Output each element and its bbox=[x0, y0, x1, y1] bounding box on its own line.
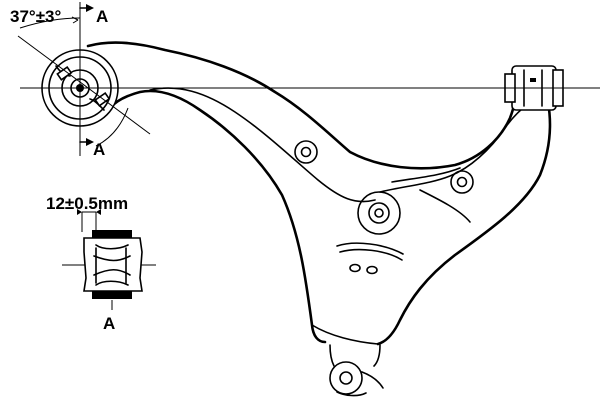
section-detail bbox=[62, 209, 156, 310]
angle-label: 37°±3° bbox=[10, 7, 61, 26]
section-arrow-top bbox=[79, 4, 94, 12]
section-label-bottom: A bbox=[93, 140, 105, 159]
ball-joint bbox=[329, 344, 384, 397]
mounting-holes bbox=[294, 140, 474, 275]
section-arrow-bottom bbox=[79, 138, 94, 146]
section-label-top: A bbox=[96, 7, 108, 26]
dimension-label: 12±0.5mm bbox=[46, 194, 128, 213]
reference-lines bbox=[17, 2, 600, 156]
section-detail-label: A bbox=[103, 314, 115, 333]
control-arm-body bbox=[86, 41, 552, 346]
